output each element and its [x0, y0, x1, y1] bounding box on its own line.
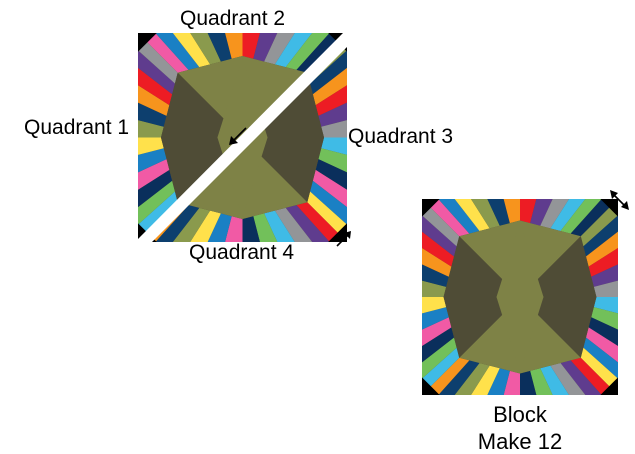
block-square-art: [422, 199, 618, 395]
